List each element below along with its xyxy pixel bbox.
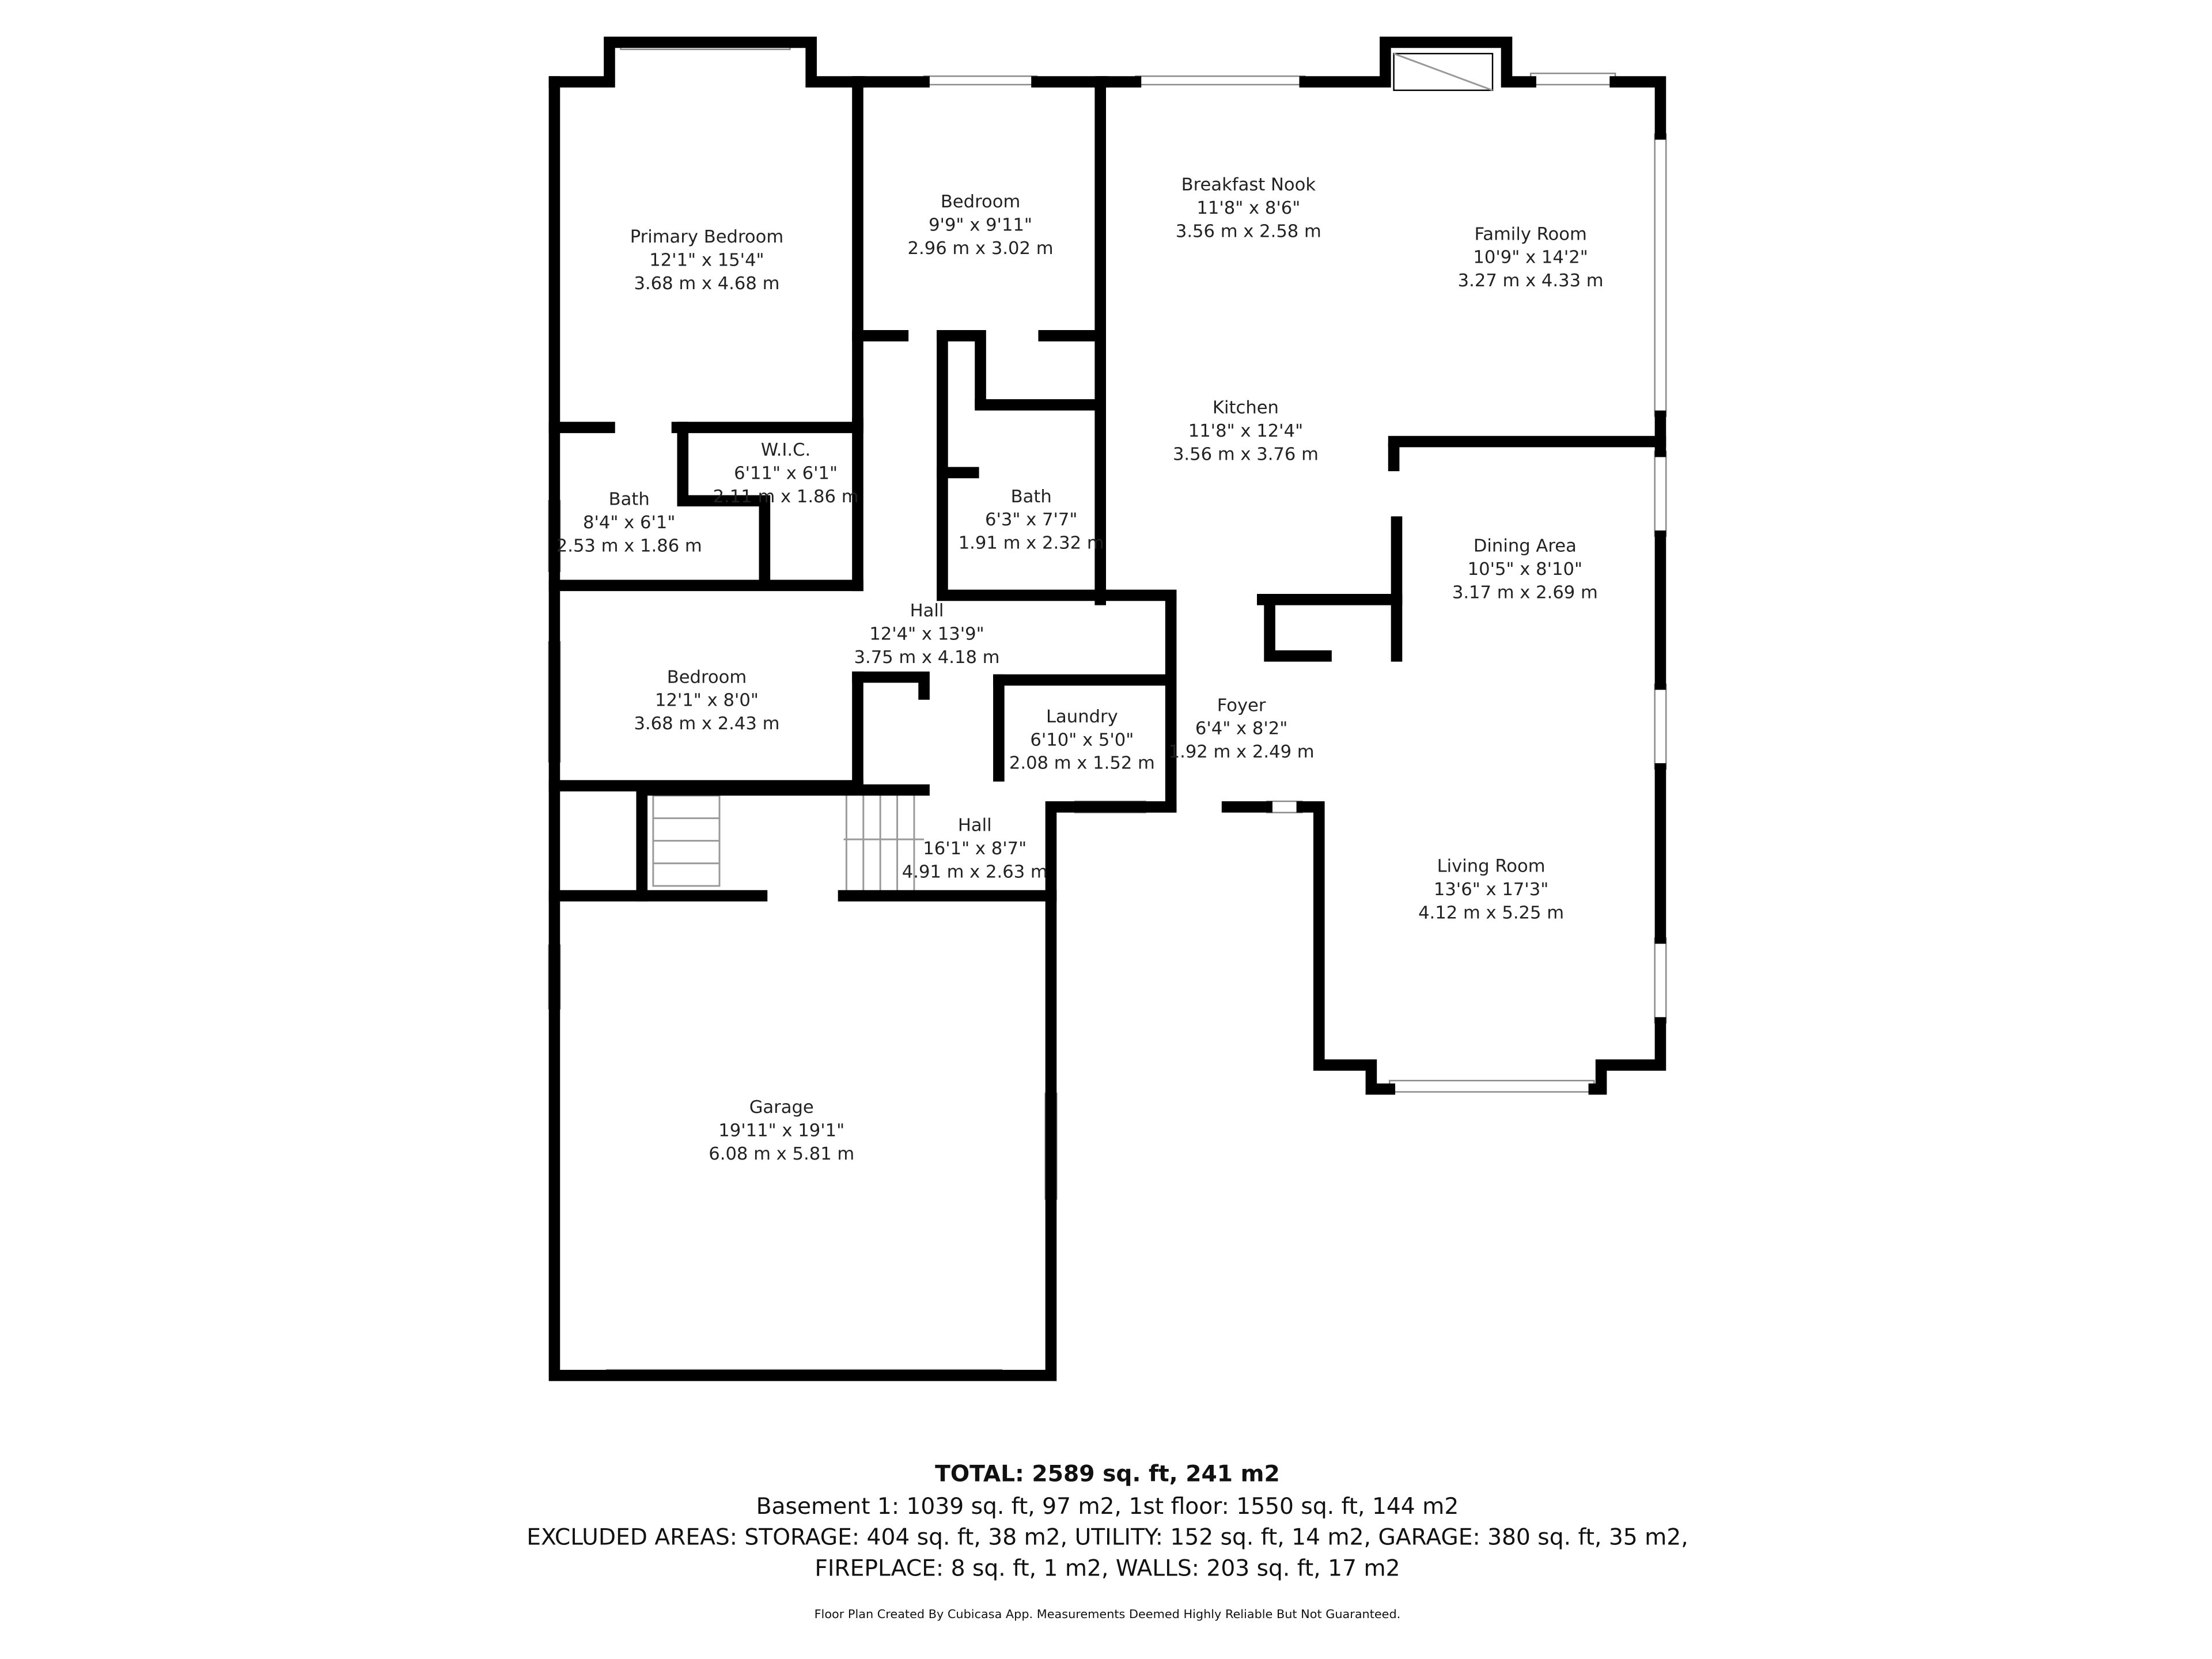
wall-segment: [1296, 801, 1396, 1095]
room-label: Bath 6'3" x 7'7" 1.91 m x 2.32 m: [959, 487, 1104, 554]
excluded-areas-line-1: EXCLUDED AREAS: STORAGE: 404 sq. ft, 38 …: [527, 1525, 1688, 1551]
room-imperial: 6'10" x 5'0": [1030, 730, 1134, 750]
room-metric: 1.91 m x 2.32 m: [959, 533, 1104, 554]
room-metric: 1.92 m x 2.49 m: [1169, 742, 1315, 762]
room-name: Hall: [910, 601, 944, 621]
room-label: Foyer 6'4" x 8'2" 1.92 m x 2.49 m: [1169, 695, 1315, 762]
room-label: W.I.C. 6'11" x 6'1" 2.11 m x 1.86 m: [713, 440, 859, 507]
room-metric: 4.12 m x 5.25 m: [1418, 903, 1564, 923]
room-label: Bedroom 12'1" x 8'0" 3.68 m x 2.43 m: [634, 667, 779, 734]
room-imperial: 10'9" x 14'2": [1473, 248, 1588, 268]
room-name: Foyer: [1217, 695, 1266, 715]
room-metric: 3.75 m x 4.18 m: [854, 647, 999, 668]
room-name: Dining Area: [1474, 536, 1577, 556]
wall-segment: [1264, 594, 1332, 662]
wall-segment: [852, 671, 930, 700]
wall-segment: [548, 36, 866, 88]
room-metric: 2.53 m x 1.86 m: [556, 536, 702, 556]
wall-segment: [937, 330, 979, 479]
room-name: Living Room: [1437, 856, 1546, 876]
room-label: Dining Area 10'5" x 8'10" 3.17 m x 2.69 m: [1452, 536, 1598, 603]
fireplace: [1393, 52, 1494, 92]
total-area: TOTAL: 2589 sq. ft, 241 m2: [935, 1461, 1280, 1487]
wall-segment: [1139, 594, 1177, 813]
room-name: Hall: [958, 815, 992, 835]
room-metric: 2.11 m x 1.86 m: [713, 487, 859, 507]
room-imperial: 6'4" x 8'2": [1195, 719, 1287, 739]
floor-areas: Basement 1: 1039 sq. ft, 97 m2, 1st floo…: [756, 1494, 1459, 1520]
room-name: Bedroom: [941, 192, 1020, 212]
room-imperial: 11'8" x 8'6": [1196, 198, 1300, 218]
room-metric: 3.68 m x 2.43 m: [634, 714, 779, 734]
room-metric: 2.08 m x 1.52 m: [1009, 753, 1155, 774]
area-summary: TOTAL: 2589 sq. ft, 241 m2 Basement 1: 1…: [527, 1461, 1688, 1621]
room-label: Primary Bedroom 12'1" x 15'4" 3.68 m x 4.6…: [630, 227, 783, 294]
room-imperial: 11'8" x 12'4": [1188, 421, 1303, 441]
wall-segment: [677, 422, 771, 589]
room-imperial: 19'11" x 19'1": [718, 1121, 844, 1141]
room-metric: 6.08 m x 5.81 m: [709, 1144, 854, 1164]
room-imperial: 12'1" x 8'0": [655, 691, 759, 711]
room-name: Laundry: [1046, 707, 1118, 727]
room-imperial: 6'3" x 7'7": [985, 510, 1077, 530]
wall-segment: [937, 467, 1177, 601]
room-imperial: 16'1" x 8'7": [923, 839, 1027, 859]
room-metric: 3.68 m x 4.68 m: [634, 274, 779, 294]
wall-segment: [548, 76, 1177, 1381]
room-imperial: 6'11" x 6'1": [734, 463, 838, 483]
room-imperial: 13'6" x 17'3": [1434, 880, 1548, 900]
stairs: [652, 793, 925, 892]
room-label: Family Room 10'9" x 14'2" 3.27 m x 4.33 m: [1458, 224, 1604, 291]
room-imperial: 10'5" x 8'10": [1468, 559, 1582, 579]
room-metric: 3.56 m x 2.58 m: [1176, 221, 1321, 241]
room-metric: 2.96 m x 3.02 m: [908, 238, 1054, 259]
room-label: Hall 12'4" x 13'9"3.75 m x 4.18 m: [854, 601, 999, 668]
room-label: Living Room 13'6" x 17'3" 4.12 m x 5.25 m: [1418, 856, 1564, 923]
room-name: Family Room: [1474, 224, 1586, 244]
room-imperial: 9'9" x 9'11": [929, 215, 1032, 235]
wall-segment: [1299, 36, 1536, 88]
room-imperial: 8'4" x 6'1": [583, 513, 675, 533]
room-label: Garage 19'11" x 19'1" 6.08 m x 5.81 m: [709, 1097, 854, 1164]
room-imperial: 12'4" x 13'9": [869, 624, 984, 645]
room-name: Bath: [1011, 487, 1052, 507]
room-metric: 4.91 m x 2.63 m: [902, 862, 1048, 882]
room-metric: 3.17 m x 2.69 m: [1452, 582, 1598, 603]
room-name: Bath: [609, 490, 650, 510]
room-name: Breakfast Nook: [1181, 175, 1316, 195]
disclaimer: Floor Plan Created By Cubicasa App. Meas…: [815, 1607, 1401, 1621]
room-label: Kitchen 11'8" x 12'4" 3.56 m x 3.76 m: [1173, 398, 1319, 465]
room-label: Laundry 6'10" x 5'0" 2.08 m x 1.52 m: [1009, 707, 1155, 774]
room-name: Bedroom: [667, 667, 747, 687]
room-imperial: 12'1" x 15'4": [649, 251, 764, 271]
room-label: Hall 16'1" x 8'7" 4.91 m x 2.63 m: [902, 815, 1048, 882]
room-name: Garage: [749, 1097, 814, 1118]
room-name: Primary Bedroom: [630, 227, 783, 247]
wall-segment: [1609, 76, 1666, 140]
room-label: Bedroom 9'9" x 9'11" 2.96 m x 3.02 m: [908, 192, 1054, 259]
wall-segment: [1588, 1017, 1666, 1095]
wall-segment: [937, 330, 986, 408]
room-name: Kitchen: [1213, 398, 1279, 418]
room-label: Bath 8'4" x 6'1" 2.53 m x 1.86 m: [556, 490, 702, 556]
excluded-areas-line-2: FIREPLACE: 8 sq. ft, 1 m2, WALLS: 203 sq…: [815, 1556, 1400, 1582]
walls: [548, 36, 1666, 1381]
room-labels: Primary Bedroom 12'1" x 15'4" 3.68 m x 4.6…: [556, 175, 1604, 1164]
room-name: W.I.C.: [761, 440, 810, 460]
room-metric: 3.56 m x 3.76 m: [1173, 444, 1319, 464]
room-metric: 3.27 m x 4.33 m: [1458, 271, 1604, 291]
room-label: Breakfast Nook 11'8" x 8'6" 3.56 m x 2.58 …: [1176, 175, 1321, 242]
